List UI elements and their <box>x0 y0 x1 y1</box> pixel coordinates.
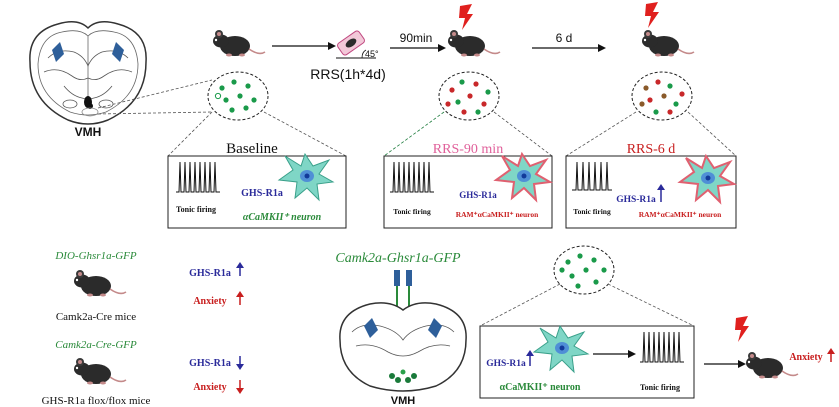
receptor-down-label: GHS-R1a <box>189 358 231 369</box>
construct-dio-label: DIO-Ghsr1a-GFP <box>54 250 137 262</box>
lightning-icon-1 <box>459 4 473 30</box>
vmh-label-bottom: VMH <box>391 395 416 407</box>
mouse-flox <box>73 357 127 386</box>
arrow-down-icon <box>236 356 244 370</box>
panel-rrs6d-firing: Tonic firing <box>573 207 611 216</box>
cluster-rrs90 <box>438 71 500 121</box>
bottom-brain-section <box>339 302 467 392</box>
top-brain-section <box>29 21 147 125</box>
mouse-rrs90 <box>447 29 501 58</box>
arrow-down-icon <box>236 380 244 394</box>
lightning-icon-3 <box>735 316 749 342</box>
panel-baseline-firing: Tonic firing <box>176 205 216 214</box>
cluster-rrs6d <box>631 71 693 121</box>
anxiety-up-label: Anxiety <box>193 296 226 307</box>
mice-flox-label: GHS-R1a flox/flox mice <box>42 395 151 407</box>
panel-rrs6d-title: RRS-6 d <box>627 142 676 157</box>
anxiety-final-label: Anxiety <box>789 352 822 363</box>
anxiety-down-label: Anxiety <box>193 382 226 393</box>
receptor-up-label: GHS-R1a <box>189 268 231 279</box>
restraint-tube-icon <box>336 30 376 59</box>
cluster-baseline <box>207 71 269 121</box>
time-90min-label: 90min <box>400 31 433 45</box>
panel-rrs90 <box>383 153 553 229</box>
angle-label: 45° <box>365 49 379 59</box>
panel-overexpress-neuron: αCaMKII⁺ neuron <box>500 382 581 393</box>
cluster-overexpress <box>553 245 615 295</box>
time-6d-label: 6 d <box>556 31 573 45</box>
panel-rrs6d-receptor: GHS-R1a <box>616 195 656 205</box>
panel-rrs90-neuron: RAM⁺αCaMKII⁺ neuron <box>456 210 539 219</box>
mouse-baseline <box>212 29 266 58</box>
arrow-up-icon <box>236 291 244 305</box>
panel-rrs6d-neuron: RAM⁺αCaMKII⁺ neuron <box>639 210 722 219</box>
arrow-up-icon <box>236 262 244 276</box>
rrs-protocol-label: RRS(1h*4d) <box>310 66 385 82</box>
panel-baseline-receptor: GHS-R1a <box>241 188 283 199</box>
mouse-rrs6d <box>641 29 695 58</box>
construct-overexpress-label: Camk2a-Ghsr1a-GFP <box>335 251 461 266</box>
panel-rrs90-title: RRS-90 min <box>433 142 503 157</box>
vmh-label-top: VMH <box>75 125 102 139</box>
arrow-up-icon <box>827 348 835 362</box>
panel-baseline <box>167 153 347 229</box>
panel-rrs90-receptor: GHS-R1a <box>459 190 497 200</box>
panel-baseline-title: Baseline <box>226 141 278 157</box>
mice-camk2a-cre-label: Camk2a-Cre mice <box>56 311 136 323</box>
panel-overexpress-firing: Tonic firing <box>640 383 680 392</box>
panel-overexpress-receptor: GHS-R1a <box>486 359 526 369</box>
panel-overexpress <box>479 325 695 399</box>
construct-cre-label: Camk2a-Cre-GFP <box>55 339 137 351</box>
lightning-icon-2 <box>645 2 659 28</box>
panel-rrs90-firing: Tonic firing <box>393 207 431 216</box>
mouse-camk2a-cre <box>73 269 127 298</box>
panel-rrs6d <box>565 155 737 229</box>
panel-baseline-neuron: αCaMKII⁺ neuron <box>243 212 322 223</box>
